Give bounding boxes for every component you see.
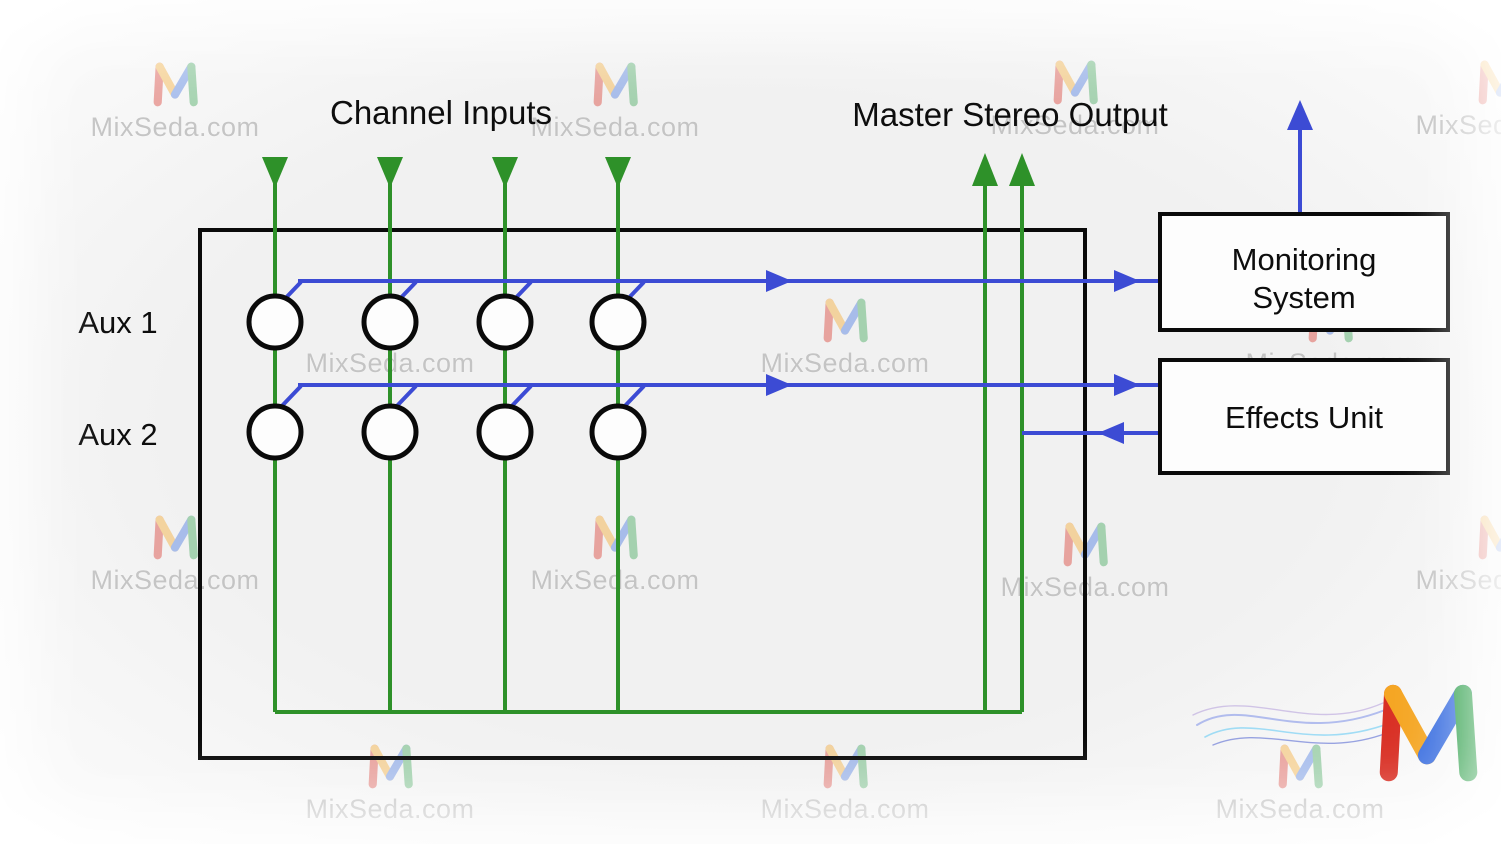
channel-input-arrow-icon <box>377 157 403 188</box>
monitoring-system-node: Monitoring System <box>1158 100 1450 332</box>
aux2-knob <box>589 403 647 461</box>
aux1-knob <box>361 293 419 351</box>
aux1-knob <box>589 293 647 351</box>
effects-return-arrow-icon <box>1098 422 1124 444</box>
brand-waves-icon <box>1192 702 1391 746</box>
effects-unit-node: Effects Unit <box>1158 358 1450 475</box>
aux2-send-bus <box>277 374 1158 411</box>
monitoring-system-label-line1: Monitoring <box>1232 242 1377 277</box>
channel-inputs-label: Channel Inputs <box>330 94 552 131</box>
aux1-send-bus <box>277 270 1158 307</box>
effects-unit-box <box>1158 358 1450 475</box>
aux1-label: Aux 1 <box>78 305 157 340</box>
channel-input-arrow-icon <box>492 157 518 188</box>
channel-input-arrow-icon <box>605 157 631 188</box>
master-output-arrow-icon <box>1009 153 1035 186</box>
brand-m-icon <box>1389 694 1469 772</box>
aux1-flow-arrow-icon <box>1114 270 1140 292</box>
mixer-box <box>198 228 1087 760</box>
monitoring-system-label-line2: System <box>1252 280 1355 315</box>
brand-logo <box>1192 665 1495 805</box>
aux2-knob <box>476 403 534 461</box>
monitoring-output-arrow-icon <box>1287 100 1313 130</box>
aux2-flow-arrow-icon <box>1114 374 1140 396</box>
aux2-flow-arrow-icon <box>766 374 792 396</box>
master-stereo-output-label: Master Stereo Output <box>852 96 1167 133</box>
aux1-knob <box>476 293 534 351</box>
channel-input-arrow-icon <box>262 157 288 188</box>
aux1-flow-arrow-icon <box>766 270 792 292</box>
aux-knobs <box>246 293 647 461</box>
monitoring-system-box <box>1158 212 1450 332</box>
master-bus <box>275 153 1035 714</box>
effects-return <box>1022 422 1160 444</box>
aux1-knob <box>246 293 304 351</box>
channel-input-lines <box>262 157 631 712</box>
aux2-knob <box>246 403 304 461</box>
effects-unit-label: Effects Unit <box>1225 400 1383 435</box>
aux2-knob <box>361 403 419 461</box>
master-output-arrow-icon <box>972 153 998 186</box>
aux2-label: Aux 2 <box>78 417 157 452</box>
